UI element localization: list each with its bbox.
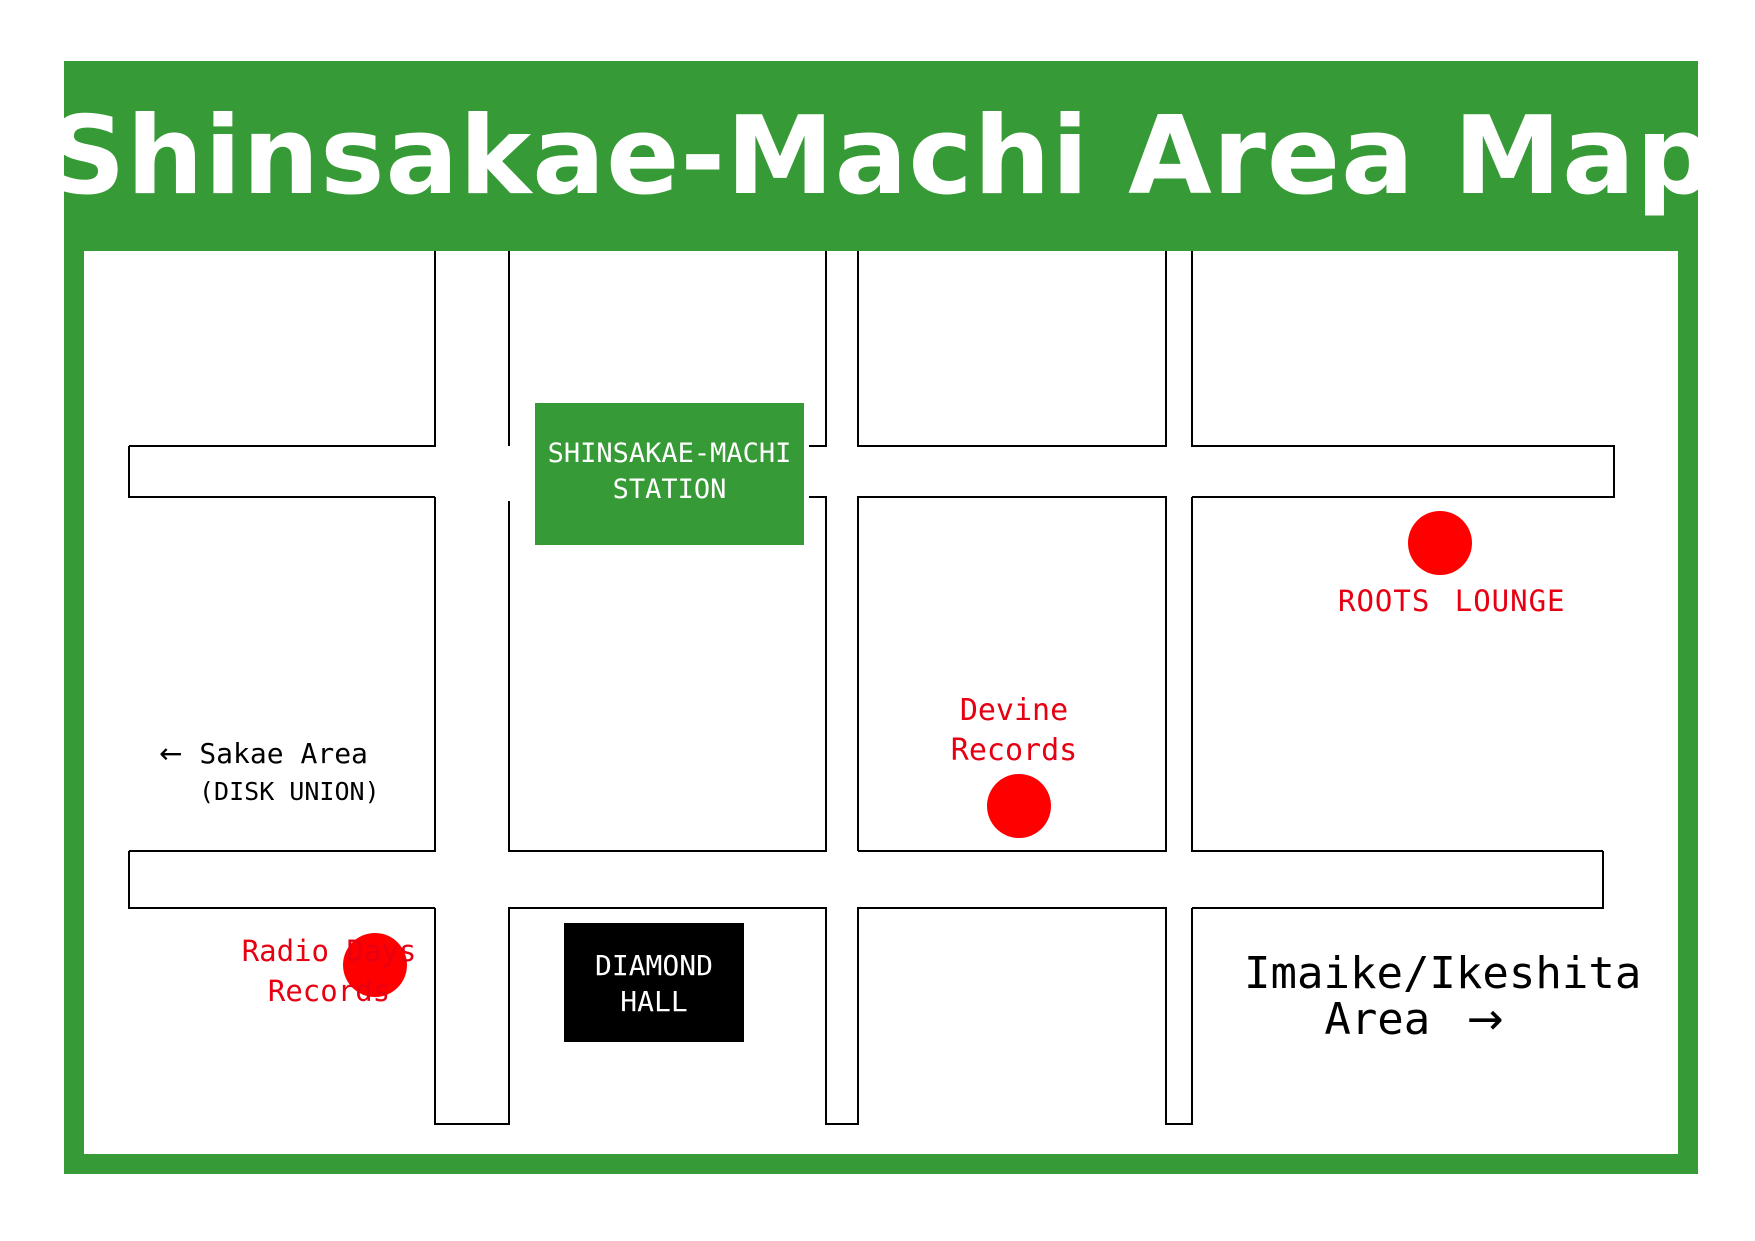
street-end [1192,851,1604,909]
radio-days-label: Radio Days Records [224,931,434,1011]
radio-days-label-line1: Radio Days [241,934,417,968]
block-outline [857,496,1167,852]
roots-lounge-marker [1408,511,1472,575]
block-outline [1191,251,1615,498]
block-outline [434,907,1193,1125]
diamond-hall-block [564,923,744,1042]
diamond-hall-label-line1: DIAMOND [594,949,713,982]
devine-records-marker [987,774,1051,838]
station-label-line2: STATION [612,474,727,505]
station-block [535,403,804,545]
imaike-area-text: Area [1324,994,1431,1045]
diamond-hall-label: DIAMOND HALL [564,948,744,1020]
sakae-direction-label: ← Sakae Area (DISK UNION) [159,735,380,811]
left-arrow-icon: ← [159,737,183,770]
imaike-direction-label: Imaike/Ikeshita Area → [1244,948,1642,1043]
diamond-hall-label-line2: HALL [620,985,688,1018]
street-grid [128,251,1615,1125]
right-arrow-icon: → [1466,994,1504,1045]
map-area: SHINSAKAE-MACHI STATION DIAMOND HALL ROO… [84,251,1678,1154]
sakae-area-text: Sakae Area [199,737,368,770]
sakae-direction-line1: ← Sakae Area [159,735,380,773]
roots-lounge-label: ROOTS LOUNGE [1338,584,1566,618]
imaike-direction-line1: Imaike/Ikeshita [1244,948,1642,999]
street-end [128,851,435,909]
map-title: Shinsakae-Machi Area Map [47,93,1715,219]
street-end [128,446,435,498]
radio-days-label-line2: Records [267,974,391,1008]
block-outline [1191,497,1603,852]
station-label: SHINSAKAE-MACHI STATION [535,436,804,508]
imaike-direction-line2: Area → [1244,997,1584,1043]
block-outline [857,251,1167,447]
devine-records-label-line2: Records [950,733,1078,768]
sakae-direction-line2: (DISK UNION) [199,777,380,806]
block-outline [129,497,436,852]
devine-records-label-line1: Devine [959,693,1069,728]
block-outline [508,496,827,852]
station-label-line1: SHINSAKAE-MACHI [547,438,792,469]
radio-days-marker [343,933,407,997]
block-outline [809,251,827,447]
devine-records-label: Devine Records [924,691,1104,771]
block-outline [129,251,436,447]
